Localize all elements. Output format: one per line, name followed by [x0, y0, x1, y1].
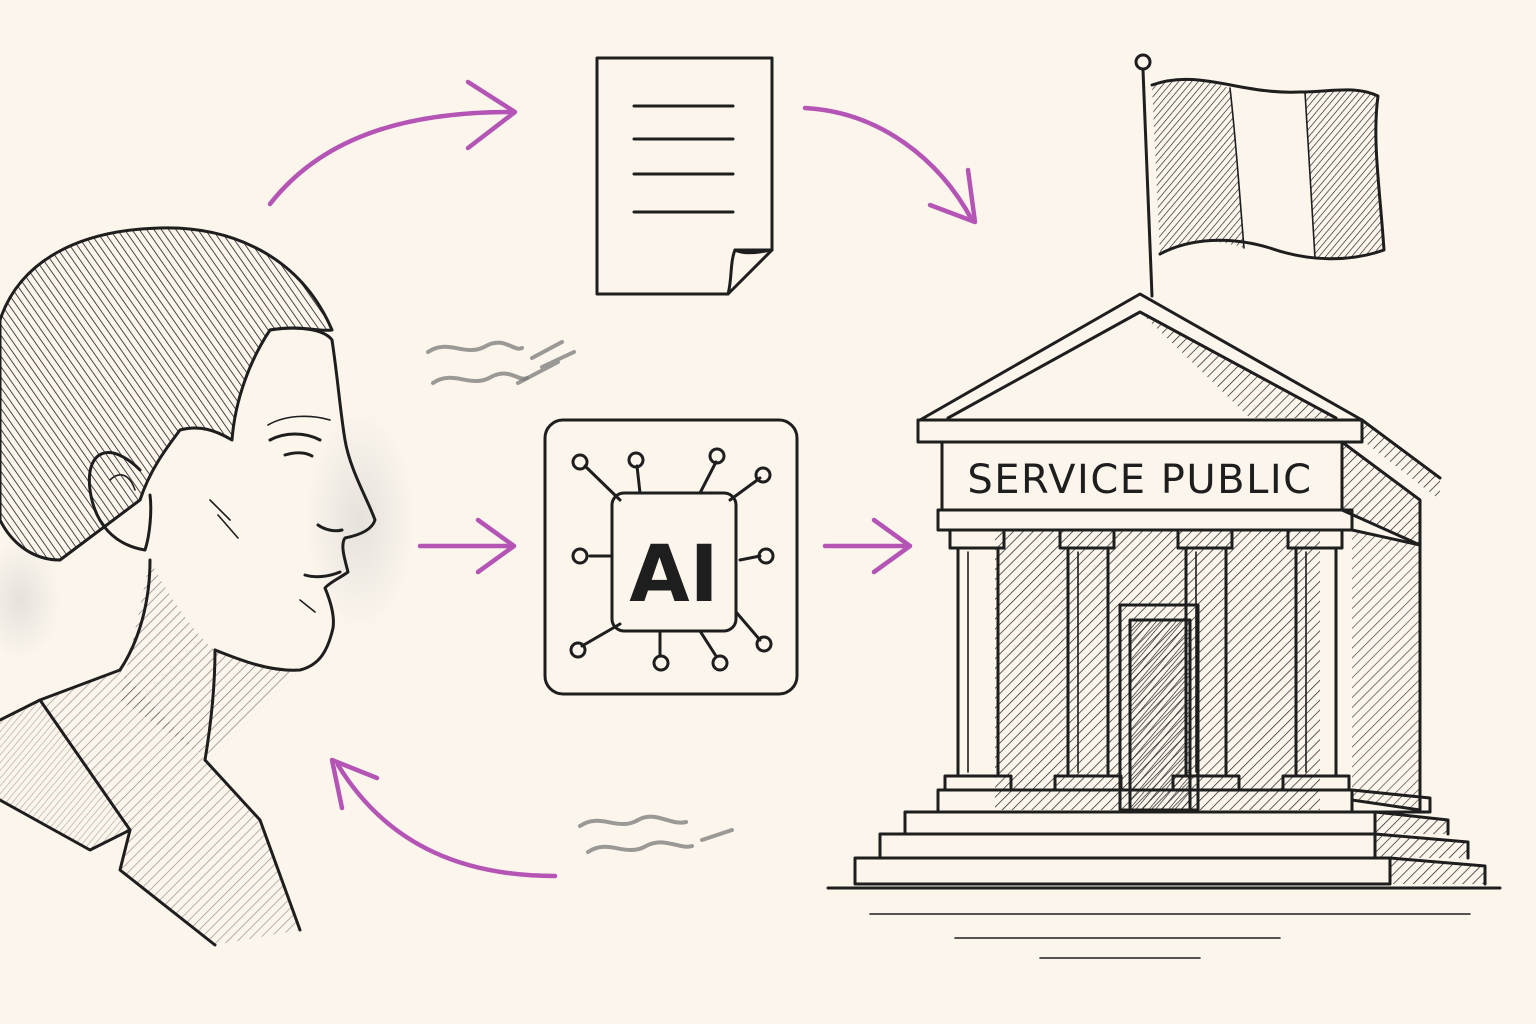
ai-chip-icon: AI	[543, 418, 799, 696]
document-icon	[595, 56, 774, 296]
arrow-person-to-document	[267, 79, 518, 207]
squiggle-upper	[426, 340, 576, 385]
arrow-return-to-person	[329, 757, 558, 879]
squiggle-lower	[578, 814, 734, 854]
arrow-ai-to-building	[822, 517, 913, 575]
government-building-icon: SERVICE PUBLIC	[826, 53, 1502, 959]
arrow-person-to-ai	[417, 517, 517, 575]
ai-chip-label: AI	[629, 530, 718, 620]
person-profile-icon	[0, 226, 415, 947]
building-sign: SERVICE PUBLIC	[967, 457, 1312, 503]
arrow-document-to-building	[802, 105, 978, 225]
flag-icon	[1134, 53, 1386, 298]
building-columns	[943, 528, 1351, 792]
